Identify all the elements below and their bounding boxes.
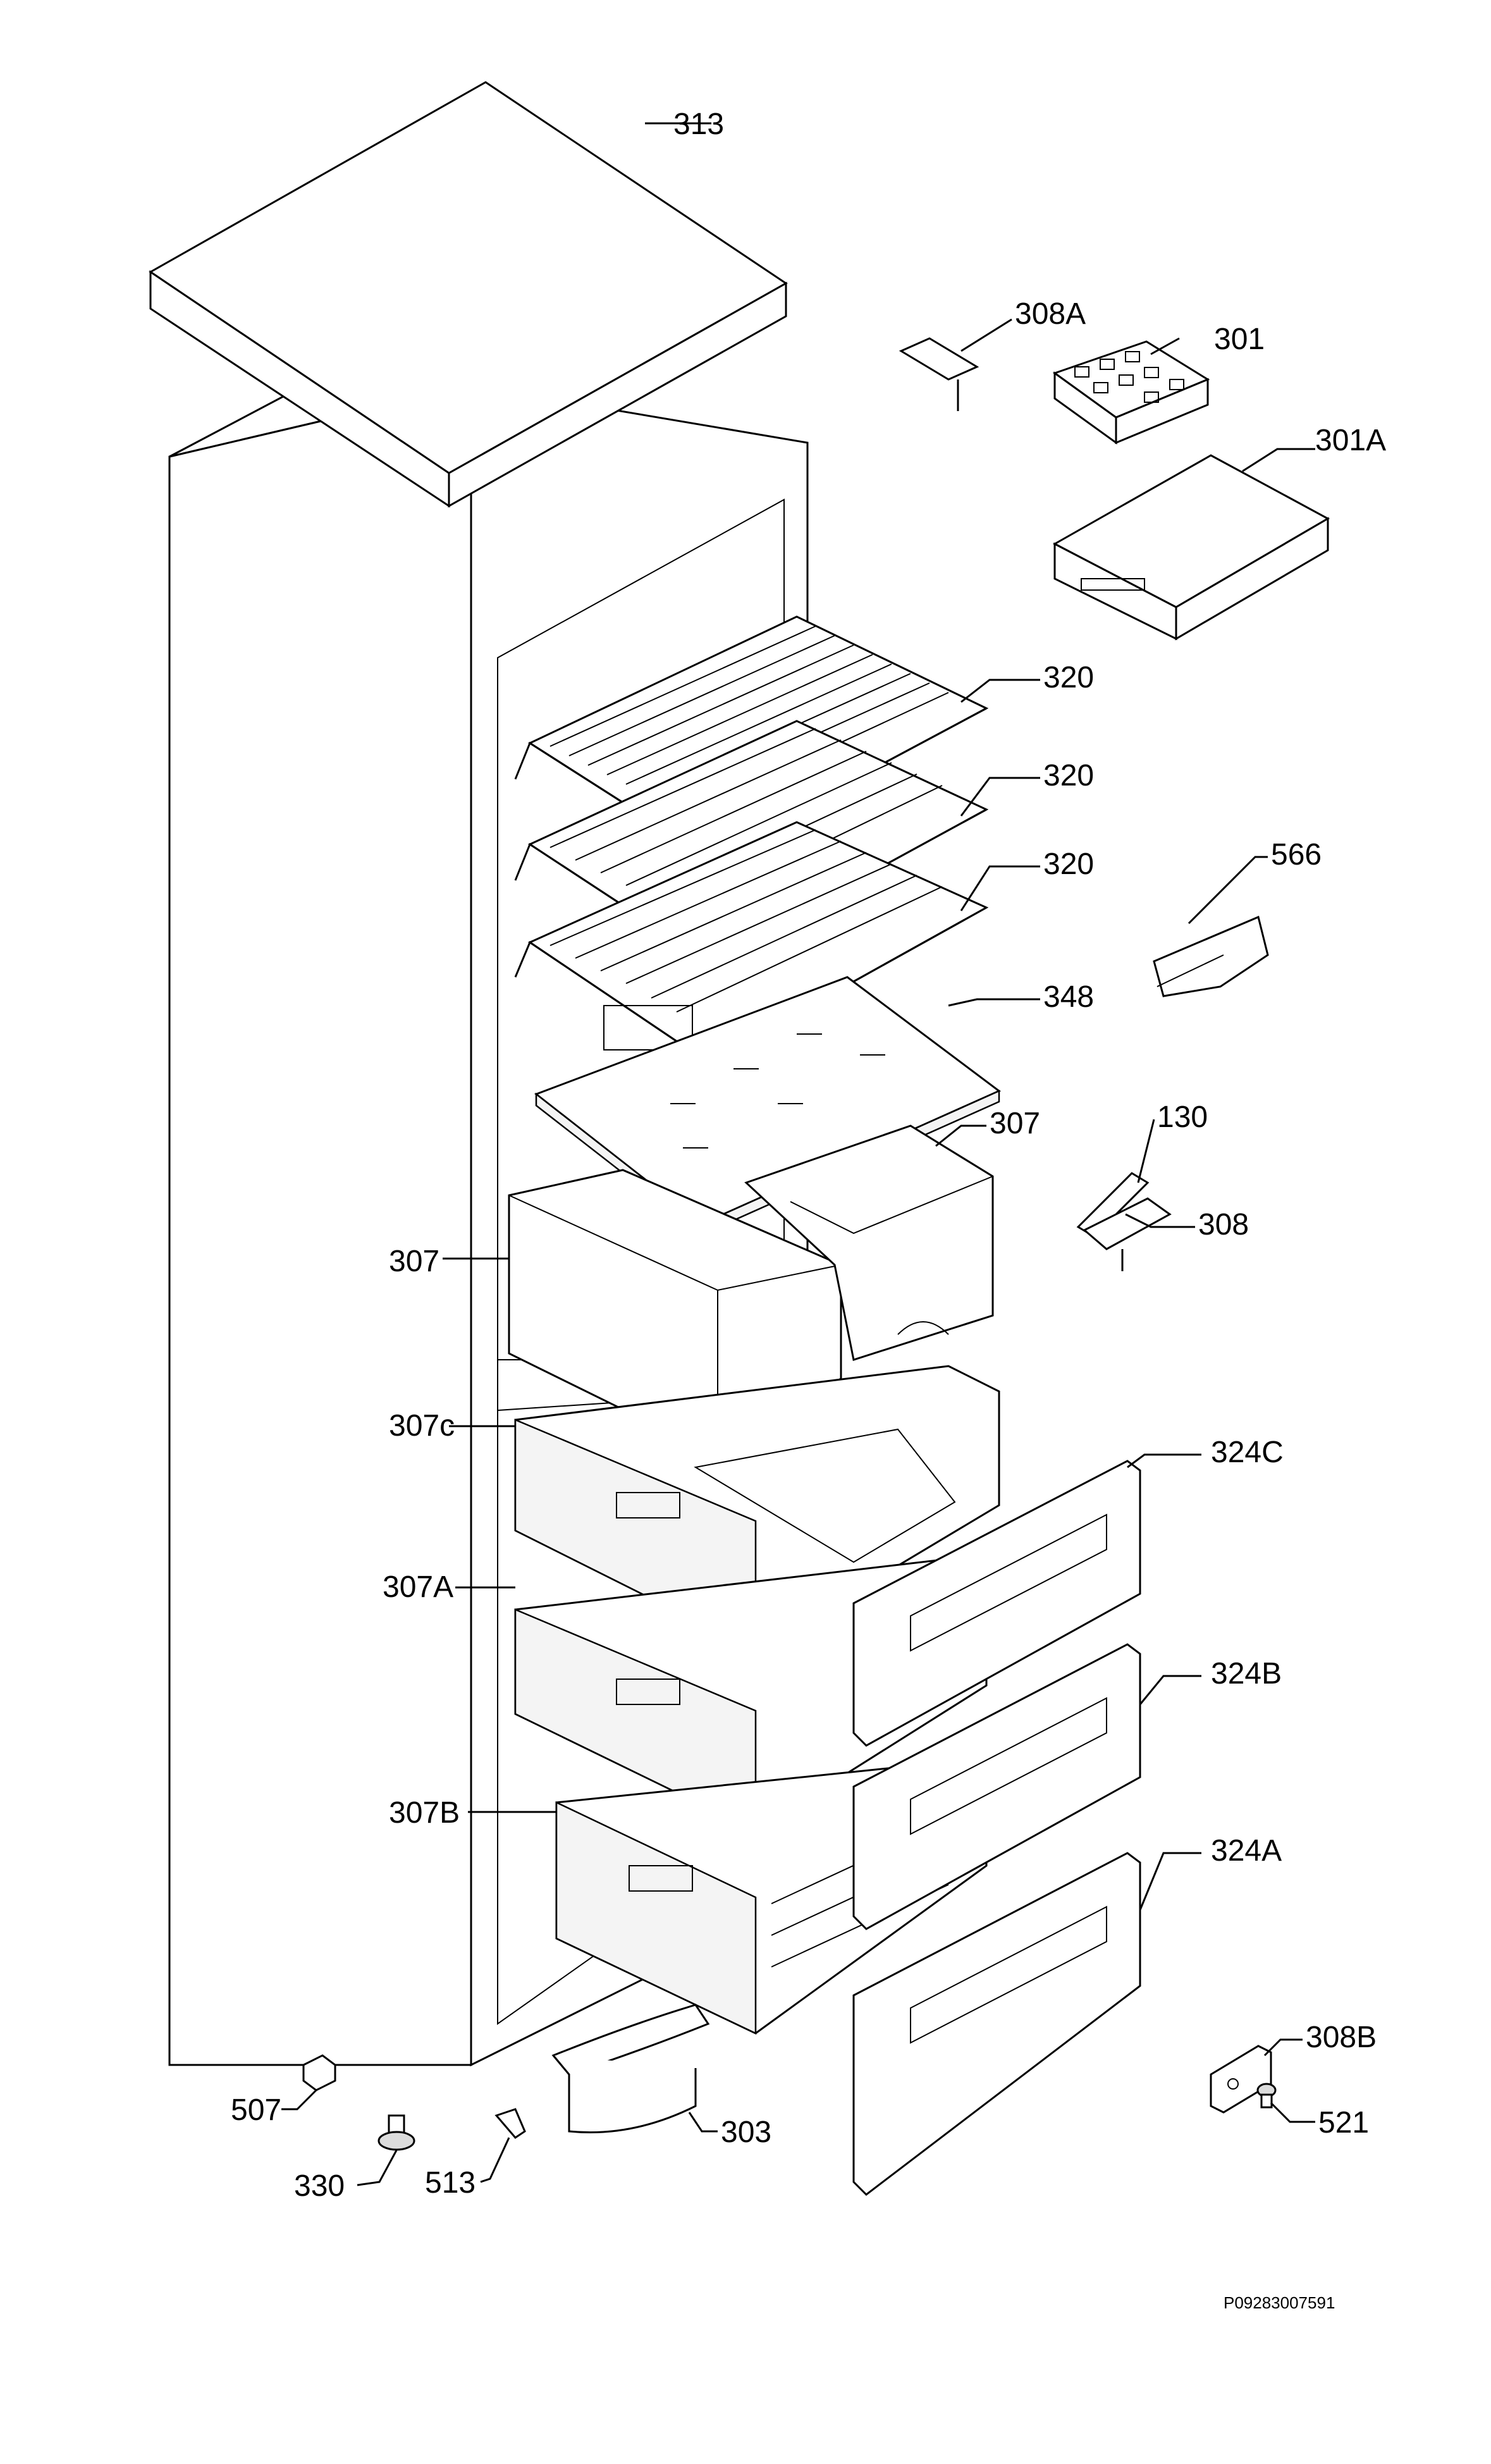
label-521: 521 [1318, 2106, 1369, 2140]
label-307-left: 307 [389, 1245, 439, 1278]
hinge-308-part [1083, 1197, 1172, 1271]
label-307A: 307A [383, 1570, 453, 1604]
label-301A: 301A [1315, 424, 1386, 457]
label-301: 301 [1214, 323, 1265, 356]
label-320-bottom: 320 [1043, 847, 1094, 881]
label-308A: 308A [1015, 297, 1086, 331]
clip-513-part [494, 2108, 526, 2139]
label-307-right: 307 [990, 1107, 1040, 1140]
top-cover-part [149, 81, 788, 508]
label-308B: 308B [1306, 2021, 1377, 2054]
label-324C: 324C [1211, 1436, 1284, 1469]
label-320-top: 320 [1043, 661, 1094, 694]
label-313: 313 [673, 108, 724, 141]
label-307B: 307B [389, 1796, 460, 1830]
label-303: 303 [721, 2116, 771, 2149]
scraper-566-part [1153, 915, 1269, 997]
ice-cube-tray-part [1052, 340, 1210, 445]
label-324B: 324B [1211, 1657, 1282, 1691]
drawer-front-324C-part [852, 1460, 1141, 1747]
label-330: 330 [294, 2169, 345, 2203]
label-130: 130 [1157, 1100, 1208, 1134]
label-320-middle: 320 [1043, 759, 1094, 792]
label-507: 507 [231, 2093, 281, 2127]
part-labels: 313 308A 301 301A 320 320 320 566 348 30… [231, 108, 1386, 2312]
label-566: 566 [1271, 838, 1322, 872]
freezer-tray-part [1052, 454, 1330, 641]
leader-lines [281, 122, 1315, 2186]
drawer-front-324A-part [852, 1852, 1141, 2196]
diagram-code: P09283007591 [1224, 2293, 1335, 2312]
drawer-front-324B-part [852, 1643, 1141, 1930]
button-521-part [1256, 2083, 1277, 2109]
label-513: 513 [425, 2166, 476, 2200]
label-348: 348 [1043, 980, 1094, 1014]
label-308: 308 [1198, 1208, 1249, 1241]
hinge-308A-part [899, 337, 979, 411]
label-324A: 324A [1211, 1834, 1282, 1868]
label-307c: 307c [389, 1409, 455, 1443]
bin-right-part [744, 1124, 994, 1361]
bracket-507-part [302, 2054, 336, 2091]
kick-plate-part [551, 2004, 710, 2134]
foot-330-part [377, 2114, 415, 2151]
